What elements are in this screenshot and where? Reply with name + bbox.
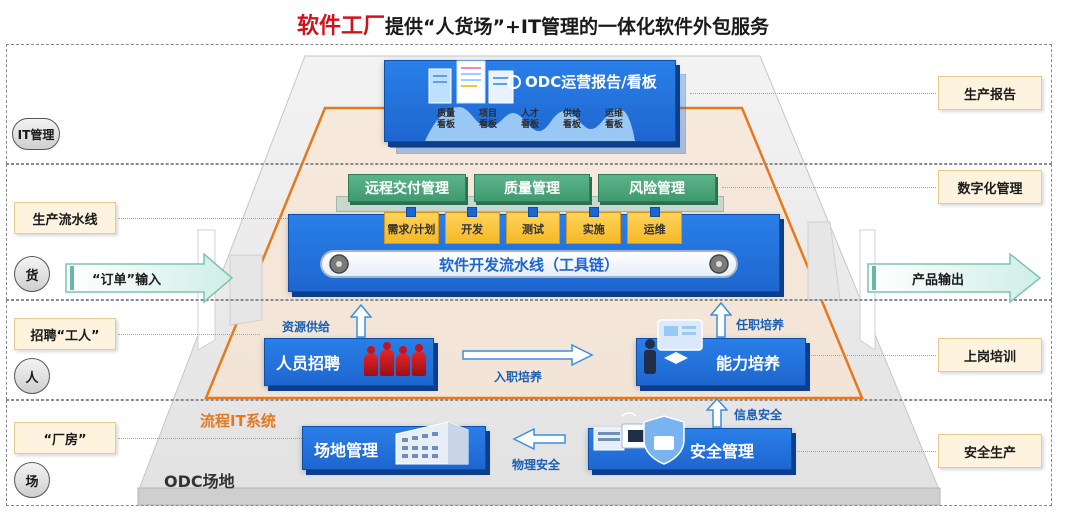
layer-goods: 货 — [14, 256, 50, 292]
board-project[interactable]: 项目 看板 — [478, 109, 497, 130]
title-text: 提供“人货场”+IT管理的一体化软件外包服务 — [385, 16, 769, 38]
security-devices-icon — [593, 412, 685, 465]
band-site — [6, 400, 1052, 506]
conveyor-roller-left-icon — [329, 254, 349, 274]
layer-site: 场 — [14, 462, 50, 498]
info-security-label: 信息安全 — [734, 408, 783, 422]
board-talent[interactable]: 人才 看板 — [520, 109, 539, 130]
arrow-left-physical-icon — [512, 428, 566, 450]
building-icon — [395, 421, 469, 465]
pipeline-stages: 需求/计划 开发 测试 实施 运维 — [384, 207, 682, 246]
trainer-screen-icon — [644, 319, 703, 374]
process-it-label: 流程IT系统 — [200, 412, 276, 430]
connector-pipeline — [118, 218, 288, 219]
arrow-right-onboarding-icon — [462, 344, 594, 366]
stage-operations[interactable]: 运维 — [627, 207, 682, 244]
label-recruit-workers: 招聘“工人” — [14, 318, 116, 350]
layer-it-management: IT管理 — [12, 118, 60, 150]
stage-testing-label: 测试 — [521, 223, 544, 236]
arrow-up-on-job-icon — [710, 302, 732, 338]
stage-operations-label: 运维 — [643, 223, 666, 236]
people-group-icon — [364, 342, 426, 376]
board-operations[interactable]: 运维 看板 — [604, 109, 623, 130]
product-output-label: 产品输出 — [912, 273, 965, 288]
pipeline-title: 软件开发流水线（工具链） — [438, 256, 619, 274]
recruitment-label: 人员招聘 — [276, 354, 341, 373]
resource-supply-label: 资源供给 — [282, 320, 331, 334]
capability-label: 能力培养 — [716, 354, 781, 373]
tab-risk-management[interactable]: 风险管理 — [598, 174, 716, 202]
stage-testing[interactable]: 测试 — [505, 207, 561, 244]
connector-training — [808, 355, 936, 356]
connector-recruit — [118, 334, 260, 335]
band-people — [6, 300, 1052, 400]
board-mountains-icon — [425, 107, 635, 141]
security-management-label: 安全管理 — [690, 442, 755, 461]
conveyor-roller-right-icon — [709, 254, 729, 274]
product-output-arrow-icon — [867, 252, 1042, 304]
order-input-arrow-icon — [65, 252, 234, 304]
connector-digital — [722, 187, 936, 188]
board-list: 质量 看板 项目 看板 人才 看板 供给 看板 运维 看板 — [425, 109, 635, 131]
arrow-up-info-security-icon — [706, 398, 728, 428]
band-it-management — [6, 44, 1052, 164]
odc-report-panel: ODC运营报告/看板 质量 看板 项目 看板 人才 看板 供给 看板 运维 看板 — [384, 60, 676, 142]
connector-report — [690, 93, 936, 94]
site-management-label: 场地管理 — [314, 441, 379, 460]
band-goods — [6, 164, 1052, 300]
label-factory: “厂房” — [14, 422, 116, 454]
board-supply[interactable]: 供给 看板 — [562, 109, 581, 130]
label-production-report: 生产报告 — [938, 76, 1042, 110]
arrow-up-resource-icon — [350, 304, 372, 338]
page-title: 软件工厂提供“人货场”+IT管理的一体化软件外包服务 — [0, 8, 1066, 40]
stage-development[interactable]: 开发 — [444, 207, 500, 244]
on-the-job-training-label: 任职培养 — [736, 318, 785, 332]
physical-security-label: 物理安全 — [512, 458, 561, 472]
stage-development-label: 开发 — [461, 223, 484, 236]
connector-factory — [118, 438, 302, 439]
onboarding-training-label: 入职培养 — [494, 370, 543, 384]
odc-report-title: ODC运营报告/看板 — [525, 73, 657, 91]
report-chart-icon — [507, 75, 521, 89]
label-digital-management: 数字化管理 — [938, 170, 1042, 204]
report-documents-icon — [428, 60, 514, 104]
order-input-label: “订单”输入 — [92, 273, 162, 288]
stage-implementation[interactable]: 实施 — [566, 207, 622, 244]
title-brand: 软件工厂 — [297, 14, 386, 39]
layer-people: 人 — [14, 358, 50, 394]
label-safe-production: 安全生产 — [938, 434, 1042, 468]
connector-safety — [794, 451, 936, 452]
stage-requirements[interactable]: 需求/计划 — [384, 207, 439, 244]
label-production-line: 生产流水线 — [14, 202, 116, 234]
label-onboard-training: 上岗培训 — [938, 338, 1042, 372]
conveyor-belt — [320, 250, 738, 278]
board-quality[interactable]: 质量 看板 — [436, 109, 455, 130]
odc-site-label: ODC场地 — [164, 472, 235, 491]
stage-implementation-label: 实施 — [582, 223, 605, 236]
stage-requirements-label: 需求/计划 — [387, 223, 436, 236]
tab-remote-delivery[interactable]: 远程交付管理 — [348, 174, 466, 202]
tab-quality-management[interactable]: 质量管理 — [474, 174, 590, 202]
